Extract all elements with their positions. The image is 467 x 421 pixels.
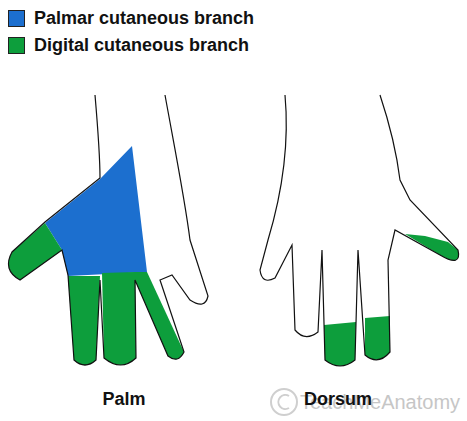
legend-text: Digital cutaneous branch: [34, 35, 249, 56]
legend-swatch: [8, 37, 25, 54]
palm-hand-outline: [8, 95, 208, 365]
ring-digital-region: [135, 272, 184, 359]
middle-tip-region: [324, 322, 356, 366]
legend-entry: Digital cutaneous branch: [8, 35, 249, 56]
dorsum-hand-fill: [260, 95, 459, 366]
index-digital-region: [68, 276, 100, 365]
legend-swatch: [8, 10, 25, 27]
palm-hand-fill: [8, 95, 208, 365]
index-tip-region: [365, 316, 390, 360]
view-label: Dorsum: [304, 389, 372, 410]
dorsum-hand-outline: [260, 95, 459, 366]
palmar-region: [45, 146, 147, 276]
middle-digital-region: [102, 272, 136, 365]
view-label: Palm: [102, 389, 145, 410]
thumb-tip-region: [405, 234, 459, 260]
legend-entry: Palmar cutaneous branch: [8, 8, 254, 29]
copyright-circle: [271, 389, 297, 415]
legend-text: Palmar cutaneous branch: [34, 8, 254, 29]
copyright-c: [278, 395, 289, 409]
